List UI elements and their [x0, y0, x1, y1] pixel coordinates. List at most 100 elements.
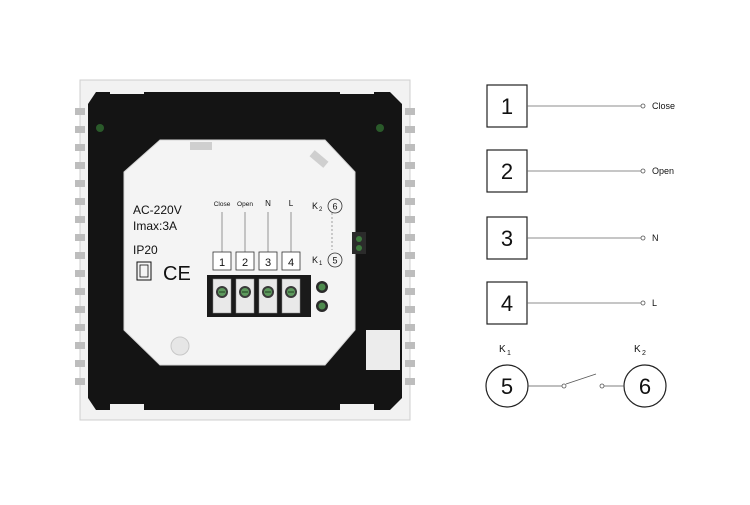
corner-tab	[366, 330, 400, 370]
double-insulation-icon	[136, 261, 152, 281]
vent-slot	[405, 378, 415, 385]
wiring-endpoint	[640, 300, 646, 306]
top-clip-right	[340, 86, 374, 94]
device-k-top-number: 6	[332, 202, 337, 212]
vent-slot	[405, 108, 415, 115]
relay-k1-sub: 1	[507, 350, 511, 357]
wiring-terminal-number: 3	[501, 226, 513, 251]
vent-slot	[75, 270, 85, 277]
device-terminal-label: N	[265, 199, 271, 208]
relay-k1-number: 5	[501, 374, 513, 399]
vent-slot	[405, 234, 415, 241]
wiring-terminal-number: 4	[501, 291, 513, 316]
device-terminal-number: 3	[265, 257, 271, 269]
vent-slot	[75, 288, 85, 295]
wiring-schematic: 1 Close 2 Open 3 N 4 L	[486, 84, 675, 325]
vent-slot	[75, 252, 85, 259]
device-terminal-label: Close	[214, 201, 231, 208]
vent-slot	[75, 108, 85, 115]
wiring-terminal-number: 2	[501, 159, 513, 184]
device-terminal-box	[281, 251, 301, 271]
device-k-top-circle	[327, 198, 343, 214]
relay-k2-sub: 2	[642, 350, 646, 357]
relay-contact-right	[599, 383, 605, 389]
device-terminal-group: Close 1 Open 2 N 3 L 4	[212, 199, 301, 271]
side-connector-pin	[356, 245, 362, 251]
top-clip-left	[110, 86, 144, 94]
wiring-terminal-label: N	[652, 233, 659, 243]
vent-slot	[405, 306, 415, 313]
wiring-terminal-box	[486, 84, 528, 128]
right-vent-slots	[405, 108, 415, 385]
terminal-screws	[212, 278, 301, 314]
bottom-clip-left	[110, 404, 144, 412]
screw-hole	[96, 124, 104, 132]
vent-slot	[75, 126, 85, 133]
vent-slot	[405, 288, 415, 295]
device-terminal-box	[212, 251, 232, 271]
relay-section: K 1 K 2 5 6	[485, 344, 667, 408]
vent-slot	[405, 126, 415, 133]
relay-k2-number: 6	[639, 374, 651, 399]
wiring-terminal-label: L	[652, 298, 657, 308]
vent-slot	[75, 342, 85, 349]
vent-slot	[75, 198, 85, 205]
bottom-clip-right	[340, 404, 374, 412]
vent-slot	[75, 234, 85, 241]
vent-slot	[75, 324, 85, 331]
device-k-bottom-circle	[327, 252, 343, 268]
wiring-endpoint	[640, 235, 646, 241]
side-connector	[352, 232, 366, 254]
vent-slot	[405, 144, 415, 151]
device-terminal-number: 2	[242, 257, 248, 269]
wiring-terminal-label: Close	[652, 101, 675, 111]
relay-k2-label: K	[634, 344, 641, 355]
side-connector-pin	[356, 236, 362, 242]
thermostat-back: AC-220V Imax:3A IP20 CE Close1Open2N3L4 …	[75, 79, 415, 421]
vent-slot	[405, 342, 415, 349]
vent-slot	[405, 180, 415, 187]
vent-slot	[405, 252, 415, 259]
vent-slot	[405, 324, 415, 331]
wiring-terminal-box	[486, 281, 528, 325]
vent-slot	[405, 198, 415, 205]
vent-slot	[75, 144, 85, 151]
device-k-top-sub: 2	[319, 207, 323, 213]
k-screw-head	[318, 302, 326, 310]
device-k-bottom-label: K	[312, 255, 318, 265]
wiring-endpoint	[640, 103, 646, 109]
device-k-top-label: K	[312, 201, 318, 211]
device-terminal-number: 4	[288, 257, 294, 269]
wiring-terminal-number: 1	[501, 94, 513, 119]
vent-slot	[405, 270, 415, 277]
vent-slot	[405, 216, 415, 223]
device-voltage: AC-220V	[133, 203, 182, 217]
screw-hole	[376, 124, 384, 132]
wiring-terminal-label: Open	[652, 166, 674, 176]
vent-slot	[75, 180, 85, 187]
ce-mark: CE	[163, 263, 191, 285]
device-terminal-label: Open	[237, 201, 253, 208]
device-terminal-number: 1	[219, 257, 225, 269]
vent-slot	[405, 360, 415, 367]
mounting-hole	[170, 336, 190, 356]
vent-slot	[75, 162, 85, 169]
device-current: Imax:3A	[133, 219, 177, 233]
device-k-bottom-number: 5	[332, 256, 337, 266]
left-vent-slots	[75, 108, 85, 385]
device-k-bottom-sub: 1	[319, 261, 323, 267]
wiring-terminal-box	[486, 216, 528, 260]
wiring-terminal-box	[486, 149, 528, 193]
vent-slot	[75, 378, 85, 385]
relay-k1-label: K	[499, 344, 506, 355]
wiring-endpoint	[640, 168, 646, 174]
device-terminal-label: L	[289, 199, 294, 208]
k-screw-head	[318, 283, 326, 291]
module-slot	[190, 142, 212, 150]
device-ip-rating: IP20	[133, 243, 158, 257]
vent-slot	[75, 306, 85, 313]
relay-switch-blade	[565, 373, 597, 385]
vent-slot	[75, 360, 85, 367]
